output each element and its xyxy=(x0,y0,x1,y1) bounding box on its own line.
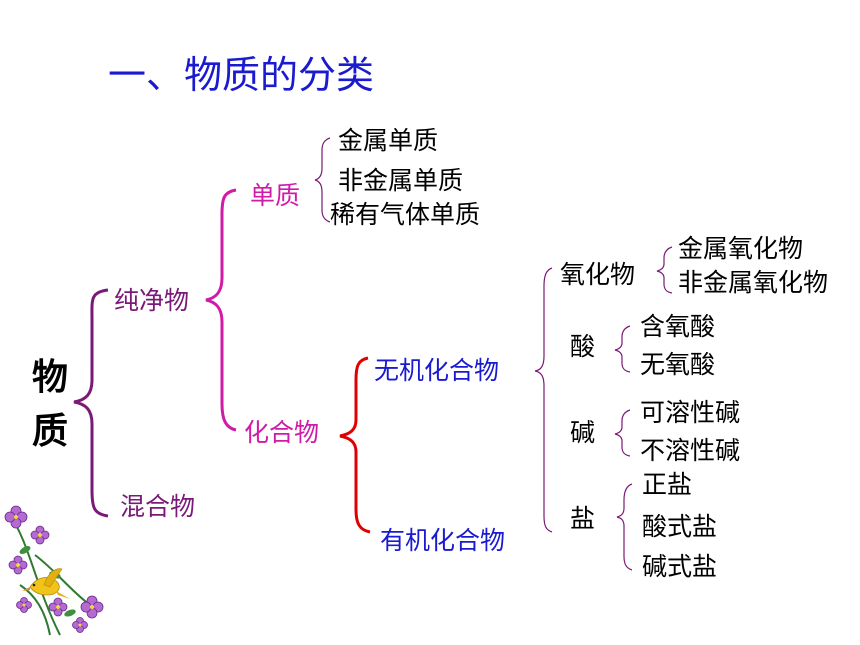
root-node-line1: 物 xyxy=(32,357,69,398)
inorganic-brace xyxy=(534,267,553,533)
page-title: 一、物质的分类 xyxy=(108,53,375,97)
node-compound: 化合物 xyxy=(244,418,320,447)
pure-brace xyxy=(205,188,237,432)
element-type-noble-gas: 稀有气体单质 xyxy=(330,200,481,229)
salt-type-normal: 正盐 xyxy=(642,470,693,499)
root-node-line2: 质 xyxy=(32,411,69,452)
salt-brace xyxy=(616,483,633,571)
salt-type-acid: 酸式盐 xyxy=(642,512,718,541)
base-type-soluble: 可溶性碱 xyxy=(640,398,741,427)
node-acid: 酸 xyxy=(570,332,596,361)
acid-type-non-oxy: 无氧酸 xyxy=(640,350,716,379)
acid-brace xyxy=(614,325,631,373)
oxide-type-metal: 金属氧化物 xyxy=(678,234,804,263)
bird-icon xyxy=(22,568,70,599)
element-brace xyxy=(314,137,331,223)
oxide-brace xyxy=(656,246,673,294)
element-type-nonmetal: 非金属单质 xyxy=(338,166,464,195)
acid-type-oxy: 含氧酸 xyxy=(640,312,716,341)
node-inorganic-compound: 无机化合物 xyxy=(374,356,500,385)
salt-type-basic: 碱式盐 xyxy=(642,552,718,581)
element-type-metal: 金属单质 xyxy=(338,126,439,155)
oxide-type-nonmetal: 非金属氧化物 xyxy=(678,268,829,297)
node-salt: 盐 xyxy=(570,504,596,533)
root-brace xyxy=(73,288,109,518)
node-base: 碱 xyxy=(570,418,596,447)
base-brace xyxy=(614,409,631,457)
node-organic-compound: 有机化合物 xyxy=(380,526,506,555)
node-oxide: 氧化物 xyxy=(560,260,636,289)
compound-brace xyxy=(339,356,371,534)
node-mixture: 混合物 xyxy=(120,492,196,521)
node-pure-substance: 纯净物 xyxy=(114,286,190,315)
base-type-insoluble: 不溶性碱 xyxy=(640,436,741,465)
flower-bird-decoration xyxy=(4,505,104,636)
node-element: 单质 xyxy=(250,181,301,210)
